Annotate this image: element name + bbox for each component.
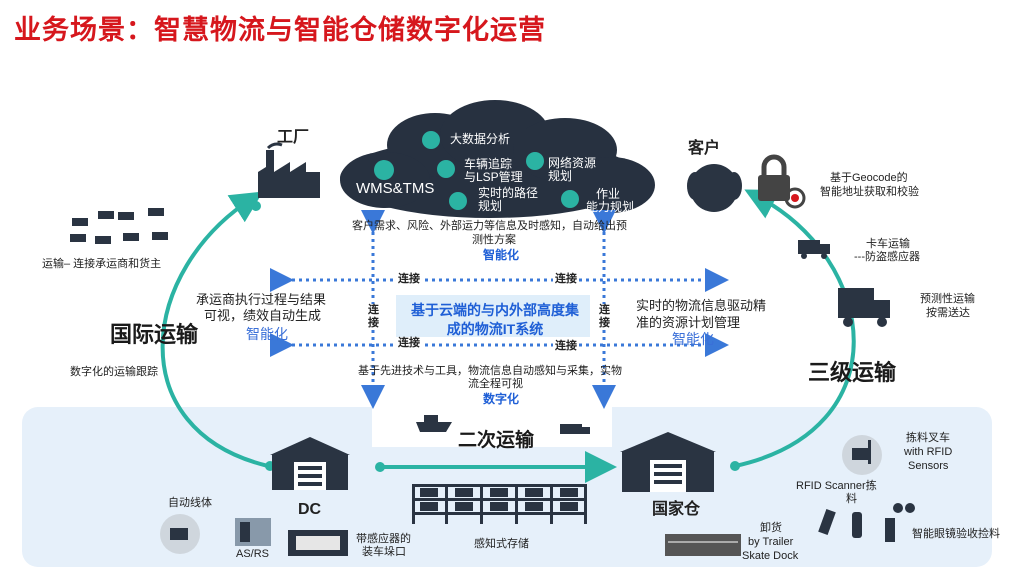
cloud-ops-2: 能力规划: [586, 200, 635, 214]
core-system-label: 基于云端的与内外部高度集成的物流IT系统: [411, 302, 579, 337]
connect-right-vertical: 连接: [597, 304, 613, 330]
right-desc-2: 准的资源计划管理: [636, 315, 741, 330]
storage-racks-icon: [412, 484, 587, 524]
glasses-label: 智能眼镜验收捡料: [912, 528, 1000, 540]
national-wh-label: 国家仓: [652, 501, 701, 518]
cloud-caption-1: 客户需求、风险、外部运力等信息及时感知，自动给出预: [352, 220, 627, 232]
customer-label: 客户: [688, 140, 721, 157]
rfid-scanner-icon: [818, 509, 862, 538]
mid-desc-2: 流全程可视: [468, 378, 523, 390]
cloud-route-2: 规划: [478, 199, 503, 213]
center-truck-icon: [560, 424, 590, 434]
geocode-2: 智能地址获取和校验: [820, 186, 919, 198]
left-desc-2: 可视，绩效自动生成: [204, 308, 322, 323]
dc-warehouse-icon: [270, 437, 350, 490]
auto-line-label: 自动线体: [168, 497, 212, 509]
trailer-dock-icon: [665, 534, 741, 556]
sensor-dock-1: 带感应器的: [356, 533, 411, 545]
secondary-transport-label: 二次运输: [458, 430, 535, 451]
asrs-label: AS/RS: [236, 548, 270, 560]
cloud-vehicle-1: 车辆追踪: [464, 157, 513, 171]
cloud-icons: [374, 131, 579, 210]
right-arc-arrow: [734, 189, 856, 468]
sensor-dock-icon: [288, 530, 348, 556]
lock-icon: [758, 154, 806, 209]
cloud-wms: WMS&TMS: [356, 180, 435, 197]
factory-label: 工厂: [277, 129, 310, 146]
customer-globe-icon: [687, 164, 742, 212]
rfid-1: RFID Scanner拣: [796, 480, 877, 492]
connect-bottom-right: 连接: [553, 340, 579, 354]
truck-1: 卡车运输: [866, 238, 910, 250]
dc-label: DC: [298, 501, 322, 518]
intelligent-right: 智能化: [672, 331, 714, 347]
connect-top-left: 连接: [396, 273, 422, 287]
digital-track-label: 数字化的运输跟踪: [70, 366, 158, 378]
cloud-vehicle-2: 与LSP管理: [464, 170, 523, 184]
forklift-3: Sensors: [908, 460, 949, 472]
tertiary-transport-label: 三级运输: [808, 360, 897, 385]
forklift-2: with RFID: [904, 446, 953, 458]
factory-icon: [258, 142, 320, 198]
connect-left-vertical: 连接: [366, 304, 382, 330]
sensing-storage-label: 感知式存储: [474, 538, 529, 550]
cloud-route-1: 实时的路径: [478, 186, 539, 200]
predictive-truck-icon: [838, 288, 890, 327]
cloud-big-data: 大数据分析: [450, 132, 511, 146]
smart-glasses-icon: [885, 503, 915, 542]
auto-line-icon: [160, 514, 200, 554]
forklift-1: 拣料叉车: [906, 432, 950, 444]
cloud-shape: [340, 100, 655, 218]
unload-1: 卸货: [760, 522, 782, 534]
transport-connect-label: 运输– 连接承运商和货主: [42, 258, 162, 270]
cloud-ops-1: 作业: [596, 187, 621, 201]
intelligent-top: 智能化: [483, 248, 520, 262]
core-system-box: [396, 295, 590, 337]
right-desc-1: 实时的物流信息驱动精: [636, 298, 767, 313]
connect-top-right: 连接: [553, 273, 579, 287]
truck-sensor-icon: [798, 240, 830, 259]
national-warehouse-icon: [620, 432, 716, 492]
geocode-1: 基于Geocode的: [830, 172, 908, 184]
connect-bottom-left: 连接: [396, 337, 422, 351]
asrs-icon: [235, 518, 271, 546]
intelligent-left: 智能化: [246, 326, 288, 342]
left-arc-arrow: [160, 191, 269, 468]
truck-fleet-icon: [70, 208, 168, 244]
predictive-2: 按需送达: [926, 307, 970, 319]
page-title: 业务场景：智慧物流与智能仓储数字化运营: [14, 15, 546, 45]
truck-2: ---防盗感应器: [854, 251, 920, 263]
intl-transport-label: 国际运输: [110, 322, 199, 347]
secondary-transport-panel: [372, 393, 612, 447]
sensor-dock-2: 装车垛口: [362, 546, 406, 558]
left-desc-1: 承运商执行过程与结果: [196, 292, 327, 307]
rfid-2: 料: [846, 493, 857, 505]
forklift-icon: [842, 435, 882, 475]
digitalization-label: 数字化: [483, 392, 520, 406]
ship-icon: [416, 415, 452, 432]
unload-2: by Trailer: [748, 536, 794, 548]
predictive-1: 预测性运输: [920, 293, 975, 305]
cloud-network-2: 规划: [548, 169, 573, 183]
cloud-network-1: 网络资源: [548, 156, 597, 170]
unload-3: Skate Dock: [742, 550, 799, 562]
mid-desc-1: 基于先进技术与工具，物流信息自动感知与采集，实物: [358, 365, 622, 377]
cloud-caption-2: 测性方案: [472, 234, 516, 246]
